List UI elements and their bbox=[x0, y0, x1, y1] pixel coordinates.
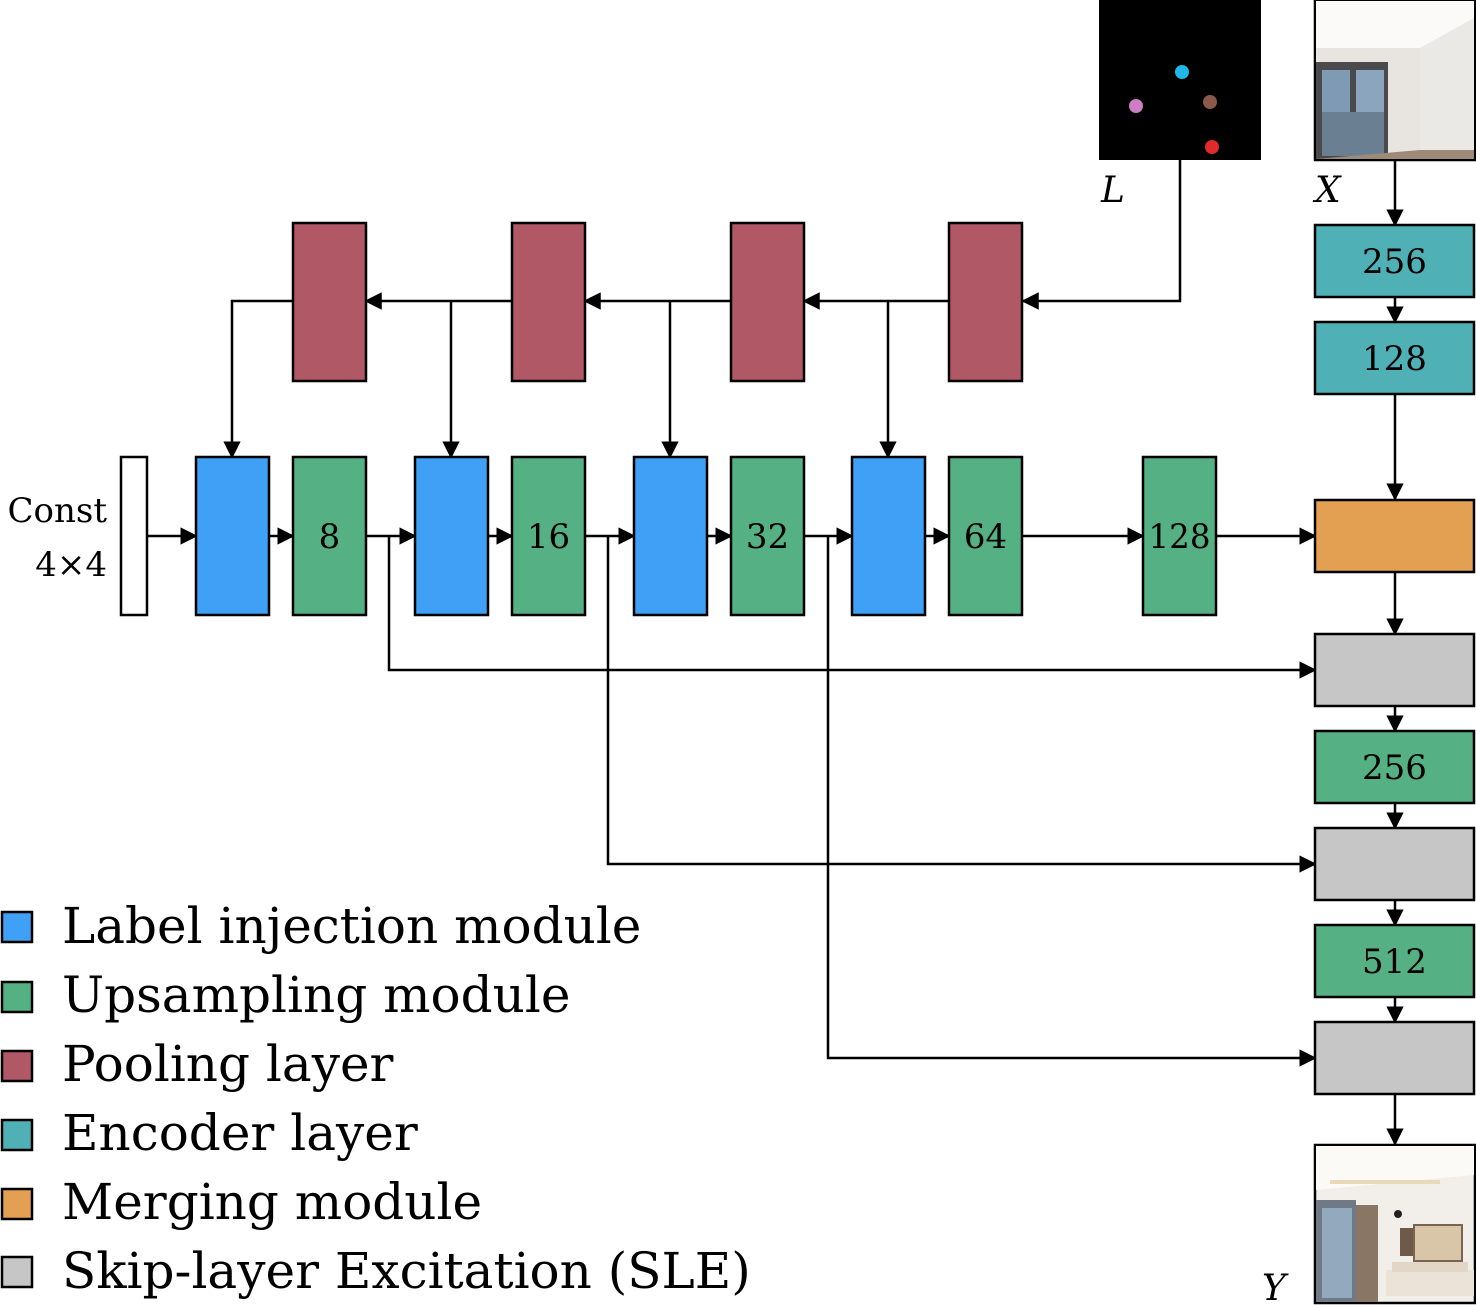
legend-item-pooling: Pooling layer bbox=[0, 1035, 394, 1093]
legend-item-upsampling: Upsampling module bbox=[0, 966, 570, 1024]
legend-swatch-label-injection bbox=[0, 910, 34, 944]
input-room-image bbox=[1313, 0, 1476, 162]
label-map-background bbox=[1099, 0, 1261, 160]
decoder-upsampling-512 bbox=[1313, 923, 1476, 999]
connections bbox=[147, 160, 1404, 1146]
legend-swatch-encoder bbox=[0, 1118, 34, 1152]
legend-text-encoder: Encoder layer bbox=[62, 1104, 418, 1162]
sle-module-2 bbox=[1313, 826, 1476, 902]
label-map-image bbox=[1099, 0, 1261, 160]
label-map-symbol: L bbox=[1100, 170, 1125, 211]
input-image-symbol: X bbox=[1312, 170, 1342, 211]
label-injection-module-2 bbox=[413, 455, 490, 617]
upsampling-module-8-label: 8 bbox=[319, 517, 341, 557]
const-input-box bbox=[119, 455, 149, 617]
decoder-upsampling-256 bbox=[1313, 729, 1476, 805]
label-injection-module-1 bbox=[194, 455, 271, 617]
legend-swatch-pooling bbox=[0, 1049, 34, 1083]
upsampling-module-64-label: 64 bbox=[964, 517, 1007, 557]
decoder-upsampling-512-label: 512 bbox=[1362, 942, 1427, 982]
decoder-upsampling-256-label: 256 bbox=[1362, 748, 1427, 788]
upsampling-module-128-label: 128 bbox=[1149, 517, 1211, 557]
label-dot-cyan bbox=[1175, 65, 1189, 79]
const-label: Const bbox=[8, 491, 108, 531]
label-injection-module-4 bbox=[850, 455, 927, 617]
legend-text-pooling: Pooling layer bbox=[62, 1035, 394, 1093]
output-image-symbol: Y bbox=[1262, 1268, 1289, 1305]
edge-skip-16-to-sle2 bbox=[606, 536, 1317, 873]
legend-swatch-upsampling bbox=[0, 980, 34, 1014]
upsampling-module-32 bbox=[729, 455, 806, 617]
pooling-layer-2 bbox=[510, 221, 587, 383]
sle-module-3 bbox=[1313, 1020, 1476, 1096]
edge-skip-32-to-sle3 bbox=[826, 536, 1317, 1067]
legend-swatch-sle bbox=[0, 1255, 34, 1289]
upsampling-module-16-label: 16 bbox=[527, 517, 570, 557]
encoder-layer-128-label: 128 bbox=[1362, 339, 1427, 379]
label-dot-brown bbox=[1203, 95, 1217, 109]
legend-item-label-injection: Label injection module bbox=[0, 897, 641, 955]
upsampling-module-32-label: 32 bbox=[746, 517, 789, 557]
legend-swatch-merging bbox=[0, 1187, 34, 1221]
legend-item-merging: Merging module bbox=[0, 1173, 482, 1231]
label-injection-module-3 bbox=[632, 455, 709, 617]
encoder-layers: 256 128 bbox=[1313, 223, 1476, 396]
upsampling-module-128 bbox=[1141, 455, 1218, 617]
legend-text-label-injection: Label injection module bbox=[62, 897, 641, 955]
legend-text-merging: Merging module bbox=[62, 1173, 482, 1231]
edge-labelmap-to-pool4 bbox=[1021, 160, 1182, 310]
label-dot-pink bbox=[1129, 99, 1143, 113]
const-size-label: 4×4 bbox=[35, 545, 107, 585]
label-injection-modules bbox=[194, 455, 927, 617]
legend-text-sle: Skip-layer Excitation (SLE) bbox=[62, 1242, 751, 1300]
label-dot-red bbox=[1205, 140, 1219, 154]
output-room-image bbox=[1313, 1143, 1476, 1305]
edge-pool1-to-inject1 bbox=[223, 299, 293, 459]
legend-text-upsampling: Upsampling module bbox=[62, 966, 570, 1024]
merging-module bbox=[1313, 498, 1476, 574]
legend-item-sle: Skip-layer Excitation (SLE) bbox=[0, 1242, 751, 1300]
pooling-layers bbox=[291, 221, 1024, 383]
encoder-layer-128 bbox=[1313, 320, 1476, 396]
legend-item-encoder: Encoder layer bbox=[0, 1104, 418, 1162]
pooling-layer-3 bbox=[729, 221, 806, 383]
legend: Label injection module Upsampling module… bbox=[0, 897, 751, 1300]
encoder-layer-256-label: 256 bbox=[1362, 242, 1427, 282]
pooling-layer-4 bbox=[947, 221, 1024, 383]
sle-module-1 bbox=[1313, 632, 1476, 708]
decoder-stack: 256 512 bbox=[1313, 632, 1476, 1096]
encoder-layer-256 bbox=[1313, 223, 1476, 299]
edge-skip-8-to-sle1 bbox=[387, 536, 1317, 679]
upsampling-module-8 bbox=[291, 455, 368, 617]
upsampling-module-64 bbox=[947, 455, 1024, 617]
generator-upsampling-modules: 8 16 32 64 128 bbox=[291, 455, 1218, 617]
pooling-layer-1 bbox=[291, 221, 368, 383]
upsampling-module-16 bbox=[510, 455, 587, 617]
